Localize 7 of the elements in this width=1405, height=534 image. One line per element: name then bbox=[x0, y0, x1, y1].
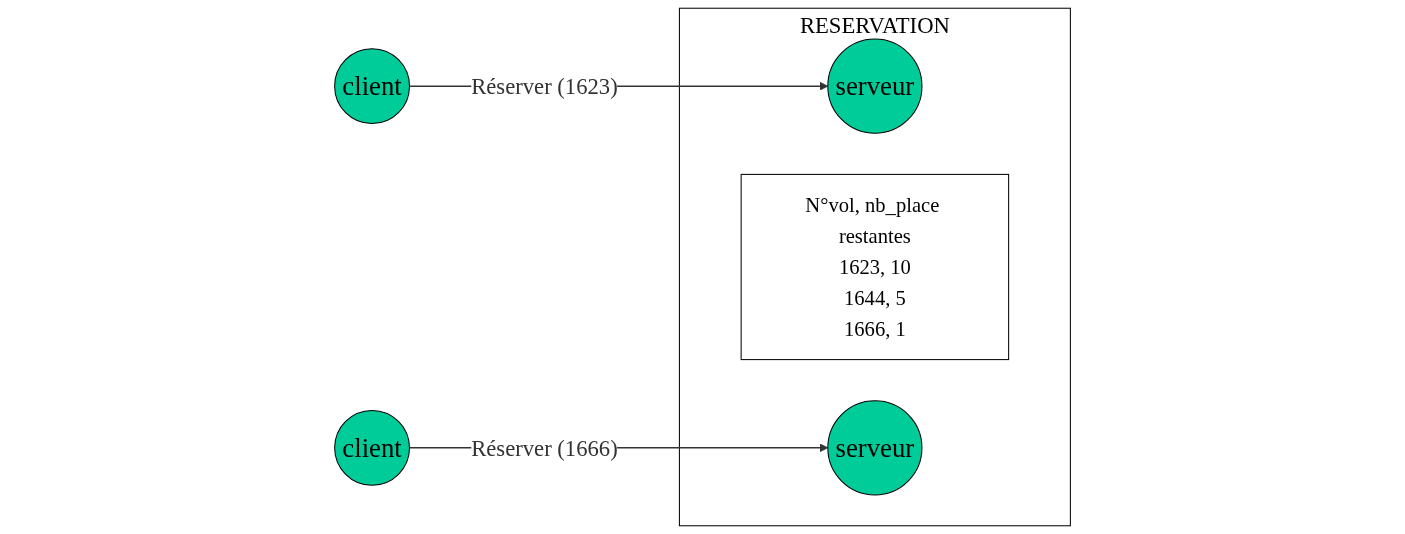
edge-label: Réserver (1666) bbox=[471, 434, 618, 461]
edge-label: Réserver (1623) bbox=[471, 73, 618, 100]
node-circle: serveur bbox=[827, 400, 923, 496]
node-circle: client bbox=[334, 409, 410, 486]
node-circle: serveur bbox=[827, 38, 923, 134]
node-box: N°vol, nb_place restantes 1623, 10 1644, 5 1666, 1 bbox=[740, 173, 1010, 361]
node-circle: client bbox=[334, 48, 410, 125]
